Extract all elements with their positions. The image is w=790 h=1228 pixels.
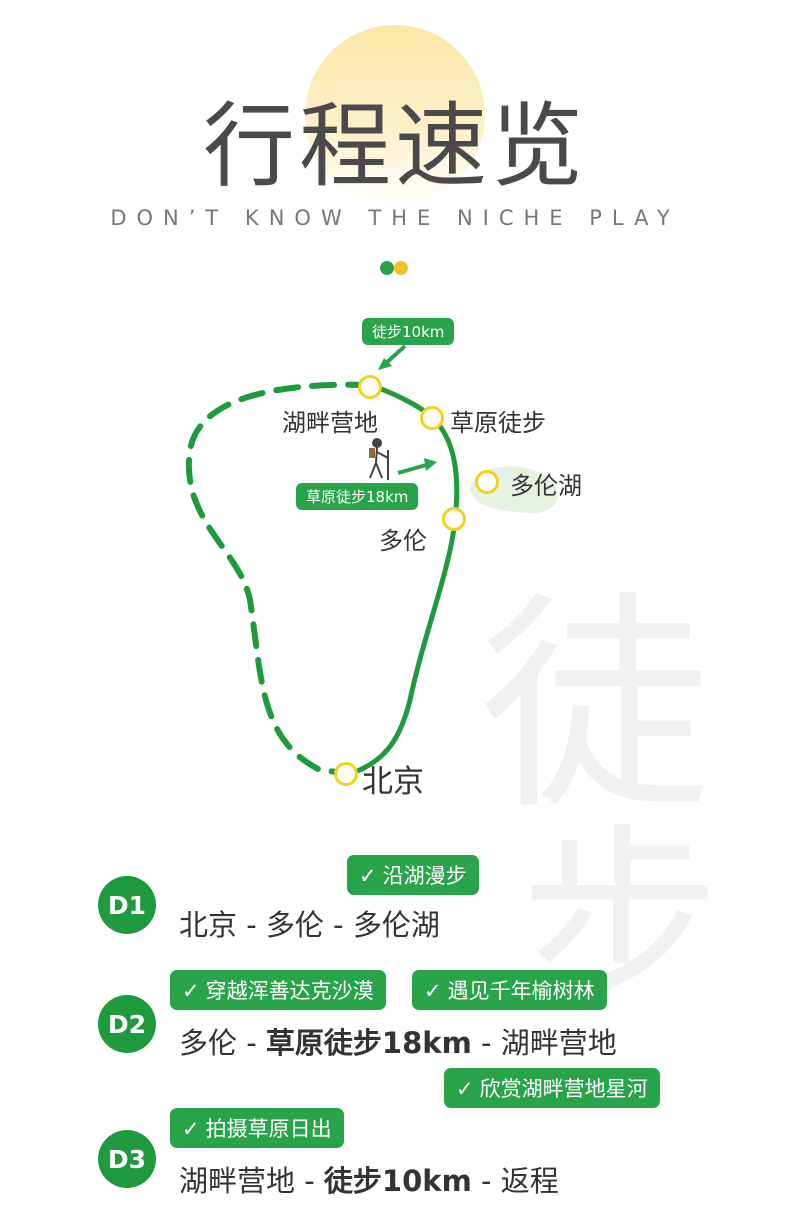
tag-d2-stars: ✓欣赏湖畔营地星河 [444,1068,660,1108]
stop-grassland-hike [420,406,444,430]
day-badge-d2: D2 [98,995,156,1053]
page-title: 行程速览 [202,93,587,200]
tag-d2-desert: ✓穿越浑善达克沙漠 [170,970,386,1010]
tag-d3-sunrise: ✓拍摄草原日出 [170,1108,344,1148]
tag-d2-elm-forest: ✓遇见千年榆树林 [412,970,607,1010]
watermark-char-top: 徒 [480,574,711,841]
label-beijing: 北京 [362,764,424,800]
arrow-hike10-head [378,358,392,370]
route-d1: 北京 - 多伦 - 多伦湖 [179,908,440,942]
label-grassland-hike: 草原徒步 [450,409,546,437]
solid-route [354,382,460,775]
check-icon: ✓ [424,979,442,1003]
sun-decoration [305,25,485,205]
stop-duolun [442,507,466,531]
tag-grassland-18km: 草原徒步18km [296,483,419,510]
check-icon: ✓ [182,1117,200,1141]
route-map [185,344,559,776]
label-duolun-lake: 多伦湖 [510,472,582,500]
green-dot [380,261,394,275]
check-icon: ✓ [182,979,200,1003]
check-icon: ✓ [456,1077,474,1101]
yellow-dot [394,261,408,275]
label-duolun: 多伦 [379,527,427,555]
arrow-hike10 [383,344,407,366]
hiker-icon [369,438,389,480]
route-d3: 湖畔营地 - 徒步10km - 返程 [179,1164,559,1198]
stop-beijing [334,762,358,786]
check-icon: ✓ [359,864,377,888]
stop-lakeside-camp [358,375,382,399]
arrow-grass-head [424,458,437,471]
tag-hike-10km: 徒步10km [362,318,455,345]
tag-d1-lake-walk: ✓沿湖漫步 [347,855,479,895]
page-subtitle: DON’T KNOW THE NICHE PLAY [110,206,680,230]
arrow-grass [397,463,427,475]
stop-duolun-lake [475,470,499,494]
route-d2: 多伦 - 草原徒步18km - 湖畔营地 [179,1026,617,1060]
label-lakeside-camp: 湖畔营地 [282,409,378,437]
dashed-route [185,381,373,776]
day-badge-d3: D3 [98,1130,156,1188]
day-badge-d1: D1 [98,876,156,934]
